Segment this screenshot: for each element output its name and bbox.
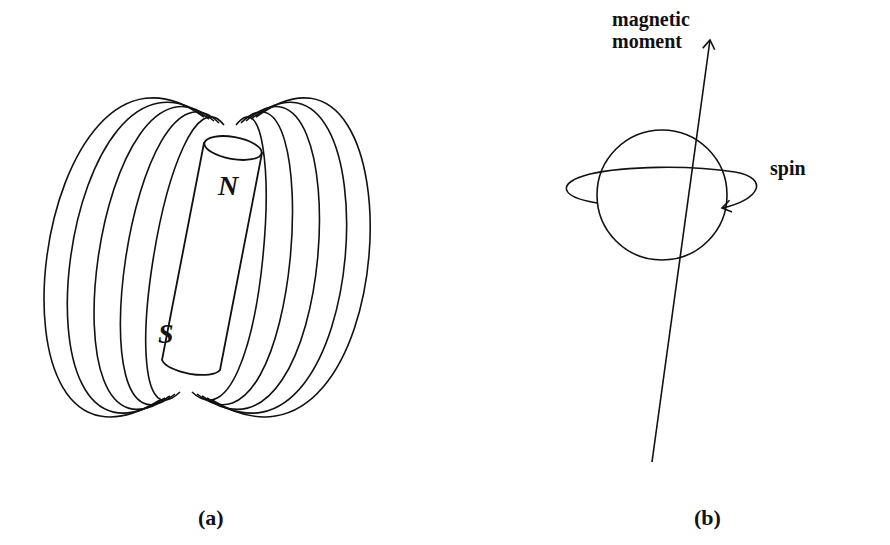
pole-label: N bbox=[218, 170, 238, 202]
panel-caption: (a) bbox=[198, 505, 224, 531]
pole-label: S bbox=[158, 318, 174, 350]
spin-label: spin bbox=[770, 157, 806, 179]
field-lines bbox=[44, 98, 370, 417]
bar-magnet bbox=[162, 132, 263, 375]
panel-caption: (b) bbox=[694, 505, 721, 531]
spinning-particle bbox=[566, 40, 756, 462]
axis-label: magnetic moment bbox=[612, 8, 702, 52]
